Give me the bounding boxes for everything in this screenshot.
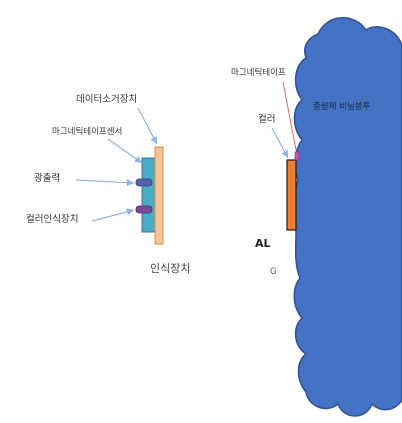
arrow-data-eraser: [137, 107, 158, 145]
arrow-color-recognizer: [91, 208, 135, 222]
data-eraser-plate: [154, 146, 164, 245]
magnetic-tape-strip: [294, 151, 300, 161]
color-recognizer-knob: [135, 205, 153, 214]
label-al: AL: [255, 237, 271, 250]
device-caption: 인식장치: [150, 262, 191, 275]
color-strip: [286, 159, 297, 231]
label-light-output: 광출력: [34, 173, 61, 184]
bag-arrows: [271, 81, 297, 159]
recognition-device: [135, 146, 164, 245]
label-color-recognizer: 컬러인식장치: [26, 214, 79, 225]
arrow-magnetic-sensor: [107, 138, 143, 164]
label-magnetic-tape: 마그네틱테이프: [231, 68, 286, 78]
label-bag-name: 종량제 비닐봉투: [313, 102, 371, 112]
bag-shape: [293, 17, 402, 417]
device-body: [141, 157, 157, 233]
label-data-eraser: 데이터소거장치: [76, 94, 138, 105]
arrow-light-output: [75, 179, 135, 187]
arrow-color: [271, 127, 289, 159]
light-output-knob: [135, 178, 153, 187]
label-magnetic-tape-sensor: 마그네틱테이프센서: [52, 127, 123, 137]
arrow-magnetic-tape: [282, 81, 297, 151]
label-color: 컬러: [258, 114, 276, 125]
device-arrows: [75, 107, 158, 222]
label-g: G: [270, 267, 277, 277]
garbage-bag-cloud: [293, 17, 402, 417]
